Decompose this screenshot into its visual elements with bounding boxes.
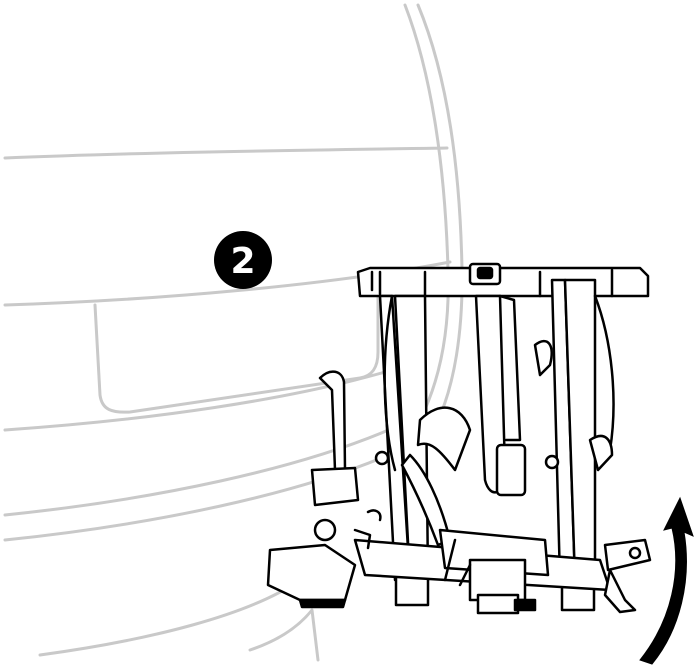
top-crossbar <box>356 266 650 298</box>
right-tilt-lever <box>603 538 652 614</box>
curved-up-arrow-icon <box>639 496 694 665</box>
bumper-sweep-4 <box>38 578 302 657</box>
strap-buckle <box>495 443 527 497</box>
car-pillar-inner <box>416 3 464 427</box>
lever-pedal-grip <box>298 598 347 609</box>
license-plate-recess <box>93 268 380 414</box>
right-lever-foot <box>603 568 637 614</box>
step-badge-circle <box>214 231 272 289</box>
hitch-block <box>468 558 527 602</box>
bumper-sweep-2 <box>3 423 402 517</box>
lever-body <box>310 466 360 507</box>
hitch-foot <box>476 593 520 615</box>
lever-pedal <box>266 543 357 602</box>
left-upright <box>378 294 430 607</box>
bumper-sweep-3 <box>3 448 402 542</box>
trunk-lid-line <box>3 146 449 160</box>
center-strap <box>474 294 527 497</box>
top-frame <box>356 262 650 298</box>
base-platform <box>353 528 612 615</box>
right-upright <box>550 278 615 612</box>
right-knob <box>544 454 560 470</box>
step-number: 2 <box>230 241 255 282</box>
left-knob <box>374 450 390 466</box>
car-rear <box>3 3 464 662</box>
hitch-receiver-shadow <box>248 608 320 662</box>
rotation-arrow-shape <box>639 496 694 665</box>
left-tilt-lever <box>266 370 382 609</box>
left-strap-tail <box>400 453 452 547</box>
right-wheel-strap <box>588 434 614 472</box>
step-badge: 2 <box>214 231 272 289</box>
left-wheel-strap <box>416 406 472 472</box>
bumper-sweep-1 <box>3 368 394 432</box>
right-strap-top <box>533 339 553 377</box>
bike-rack <box>266 262 652 615</box>
car-pillar-outer <box>403 3 450 422</box>
lever-pivot <box>313 518 337 542</box>
right-lever-body <box>603 538 652 572</box>
